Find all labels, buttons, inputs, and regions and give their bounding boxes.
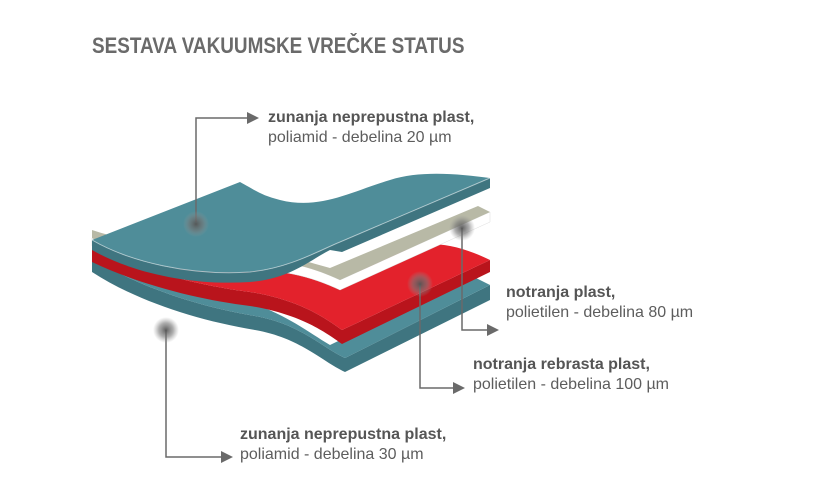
bottom-outer-layer-edge xyxy=(92,258,490,372)
bottom-outer-layer xyxy=(92,248,490,358)
inner-layer xyxy=(92,206,490,280)
indicator-dot-inner-ribbed xyxy=(407,271,433,297)
callout-top-outer-layer: zunanja neprepustna plast, poliamid - de… xyxy=(268,108,474,148)
indicator-dot-inner xyxy=(449,215,475,241)
callout-inner-ribbed-layer: notranja rebrasta plast, polietilen - de… xyxy=(473,355,669,395)
top-outer-layer xyxy=(92,173,490,273)
top-outer-layer-highlight xyxy=(91,177,491,274)
leader-line-bottom-outer xyxy=(165,330,233,463)
callout-inner-layer: notranja plast, polietilen - debelina 80… xyxy=(506,283,693,323)
callout-top-outer-name: zunanja neprepustna plast, xyxy=(268,109,475,126)
callout-inner-name: notranja plast, xyxy=(506,284,616,301)
page-title: SESTAVA VAKUUMSKE VREČKE STATUS xyxy=(92,33,465,58)
leader-line-inner xyxy=(461,228,499,336)
callout-bottom-outer-spec: poliamid - debelina 30 µm xyxy=(240,446,424,463)
indicator-dot-top-outer xyxy=(183,211,209,237)
callout-bottom-outer-name: zunanja neprepustna plast, xyxy=(240,426,447,443)
callout-top-outer-spec: poliamid - debelina 20 µm xyxy=(268,129,452,146)
callout-bottom-outer-layer: zunanja neprepustna plast, poliamid - de… xyxy=(240,425,446,465)
callout-inner-ribbed-spec: polietilen - debelina 100 µm xyxy=(473,376,670,393)
leader-line-top-outer xyxy=(195,112,259,222)
callout-inner-ribbed-name: notranja rebrasta plast, xyxy=(473,356,650,373)
callout-inner-spec: polietilen - debelina 80 µm xyxy=(506,304,694,321)
indicator-dot-bottom-outer xyxy=(153,317,179,343)
leader-line-inner-ribbed xyxy=(419,284,465,394)
